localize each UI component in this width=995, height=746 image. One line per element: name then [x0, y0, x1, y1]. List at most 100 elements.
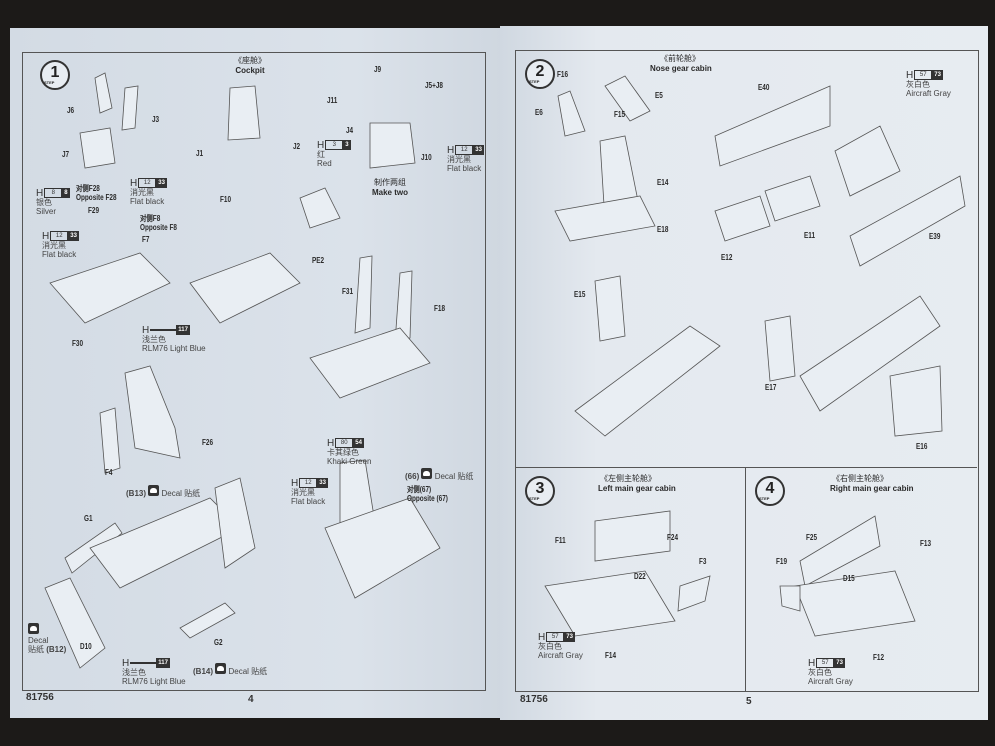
paint-name-en: RLM76 Light Blue	[142, 344, 206, 353]
decal-label-cn: 贴纸	[457, 472, 474, 481]
kit-number: 81756	[26, 692, 54, 703]
paint-brand: H	[906, 69, 914, 81]
bulkhead-part	[99, 407, 121, 474]
side-panel-part	[179, 602, 236, 639]
decal-callout-b14: (B14) Decal 贴纸	[193, 663, 267, 676]
paint-name-cn: 灰白色	[538, 642, 562, 651]
part-label: F29	[88, 206, 100, 215]
seat-part	[94, 72, 113, 114]
cockpit-tub	[89, 497, 241, 589]
nose-bay-wall	[714, 85, 831, 167]
part-label: E6	[535, 108, 543, 117]
paint-code-alt: 3	[343, 140, 351, 150]
note-en: Opposite F8	[140, 223, 177, 232]
step-word: STEP	[44, 80, 55, 85]
paint-brand: H	[42, 230, 50, 242]
seat-base	[79, 127, 116, 169]
part-label: J10	[421, 153, 432, 162]
part-label: F13	[920, 539, 932, 548]
decal-label-en: Decal	[161, 489, 182, 498]
part-label: F25	[806, 533, 818, 542]
decal-ref: (B13)	[126, 489, 147, 498]
nose-bay-assembled	[799, 295, 941, 412]
part-label: D22	[634, 572, 646, 581]
decal-ref: (B14)	[193, 667, 214, 676]
paint-brand: H	[808, 657, 816, 669]
part-label: F18	[434, 304, 446, 313]
part-label: E11	[804, 231, 816, 240]
paint-code: 57	[914, 70, 933, 80]
step-word: STEP	[529, 79, 540, 84]
step-number: 1	[50, 64, 60, 81]
paint-code: 57	[546, 632, 565, 642]
side-panel-part	[44, 577, 106, 669]
part-label: E16	[916, 442, 928, 451]
nose-bay-assembled	[574, 325, 721, 437]
paint-name-en: Flat black	[291, 497, 326, 506]
bay-part	[779, 585, 801, 612]
part-label: F16	[557, 70, 569, 79]
note-cn: 制作两组	[374, 178, 406, 187]
nose-bay-wall	[849, 175, 966, 267]
part-label: E17	[765, 383, 777, 392]
opposite-67-note: 对侧(67)Opposite (67)	[407, 485, 448, 503]
side-wall-part	[354, 255, 373, 334]
paint-code-alt: 117	[176, 325, 190, 335]
bulkhead-part	[214, 477, 256, 569]
paint-code-alt: 73	[932, 70, 943, 80]
paint-name-cn: 银色	[36, 198, 52, 207]
cockpit-floor	[309, 327, 431, 399]
step-4-title: 《右侧主轮舱》Right main gear cabin	[830, 474, 914, 494]
step-1-title: 《座舱》Cockpit	[220, 56, 280, 76]
part-label: J2	[293, 142, 301, 151]
part-label: F15	[614, 110, 626, 119]
part-label: F10	[220, 195, 232, 204]
seat-side-part	[121, 85, 139, 131]
decal-callout-66: (66) Decal 贴纸	[405, 468, 473, 481]
right-gear-bay	[794, 570, 916, 637]
step-2-title: 《前轮舱》Nose gear cabin	[650, 54, 712, 74]
part-label: E14	[657, 178, 669, 187]
part-label: E15	[574, 290, 586, 299]
bay-floor	[554, 195, 656, 242]
part-label: F12	[873, 653, 885, 662]
bay-part	[677, 575, 711, 612]
decal-label-en: Decal	[28, 636, 49, 645]
paint-name-en: RLM76 Light Blue	[122, 677, 186, 686]
paint-name-en: Red	[317, 159, 332, 168]
decal-icon	[28, 623, 39, 634]
part-label: J1	[196, 149, 204, 158]
step-word: STEP	[529, 496, 540, 501]
paint-name-cn: 消光黑	[447, 155, 471, 164]
decal-label-cn: 贴纸	[28, 645, 44, 654]
paint-name-cn: 灰白色	[808, 668, 832, 677]
paint-code: 12	[299, 478, 318, 488]
page-number: 5	[746, 696, 752, 707]
paint-brand: H	[327, 437, 335, 449]
part-label: J3	[152, 115, 160, 124]
paint-code-alt: 8	[62, 188, 70, 198]
title-cn: 《右侧主轮舱》	[832, 474, 888, 483]
part-label: F7	[142, 235, 150, 244]
title-cn: 《前轮舱》	[660, 54, 700, 63]
paint-code: 3	[325, 140, 344, 150]
decal-label-cn: 贴纸	[184, 489, 201, 498]
part-label: G1	[84, 514, 93, 523]
